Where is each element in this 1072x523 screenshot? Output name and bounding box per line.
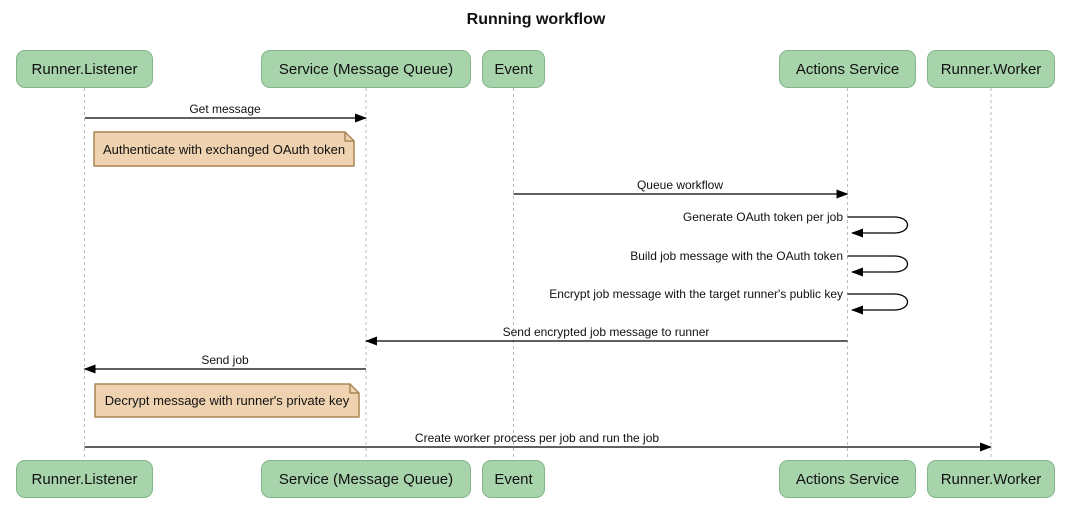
note-decrypt: Decrypt message with runner's private ke… [104,393,350,408]
actor-top-event: Event [482,50,545,88]
actor-top-service-message-queue: Service (Message Queue) [261,50,471,88]
actor-label: Event [494,470,533,488]
message-label-send-job: Send job [201,353,249,367]
actor-bottom-runner-worker: Runner.Worker [927,460,1055,498]
arrow-self-encrypt-job-message [847,293,909,315]
note-authenticate-shape [93,131,355,167]
actor-bottom-service-message-queue: Service (Message Queue) [261,460,471,498]
actor-bottom-actions-service: Actions Service [779,460,916,498]
actor-label: Runner.Worker [940,60,1042,78]
note-decrypt-shape [94,383,360,418]
message-label-queue-workflow: Queue workflow [636,178,724,192]
message-label-create-worker-process: Create worker process per job and run th… [414,431,660,445]
note-authenticate: Authenticate with exchanged OAuth token [102,141,346,157]
diagram-title: Running workflow [466,11,606,28]
message-label-get-message: Get message [189,102,261,116]
message-label-generate-oauth-token: Generate OAuth token per job [682,210,843,224]
actor-bottom-event: Event [482,460,545,498]
message-label-encrypt-job-message: Encrypt job message with the target runn… [549,287,843,301]
actor-label: Runner.Listener [31,60,138,78]
arrow-self-build-job-message [847,255,909,277]
actor-label: Service (Message Queue) [278,470,454,488]
actor-label: Runner.Listener [31,470,138,488]
arrow-self-generate-oauth-token [847,216,909,238]
message-label-send-encrypted-job: Send encrypted job message to runner [502,325,710,339]
actor-bottom-runner-listener: Runner.Listener [16,460,153,498]
actor-label: Service (Message Queue) [278,60,454,78]
note-authenticate-fold-icon [344,132,354,142]
message-label-build-job-message: Build job message with the OAuth token [630,249,843,263]
actor-label: Runner.Worker [940,470,1042,488]
note-decrypt-fold-icon [349,384,359,394]
actor-top-actions-service: Actions Service [779,50,916,88]
actor-label: Event [494,60,533,78]
actor-top-runner-listener: Runner.Listener [16,50,153,88]
actor-label: Actions Service [795,60,900,78]
actor-label: Actions Service [795,470,900,488]
actor-top-runner-worker: Runner.Worker [927,50,1055,88]
